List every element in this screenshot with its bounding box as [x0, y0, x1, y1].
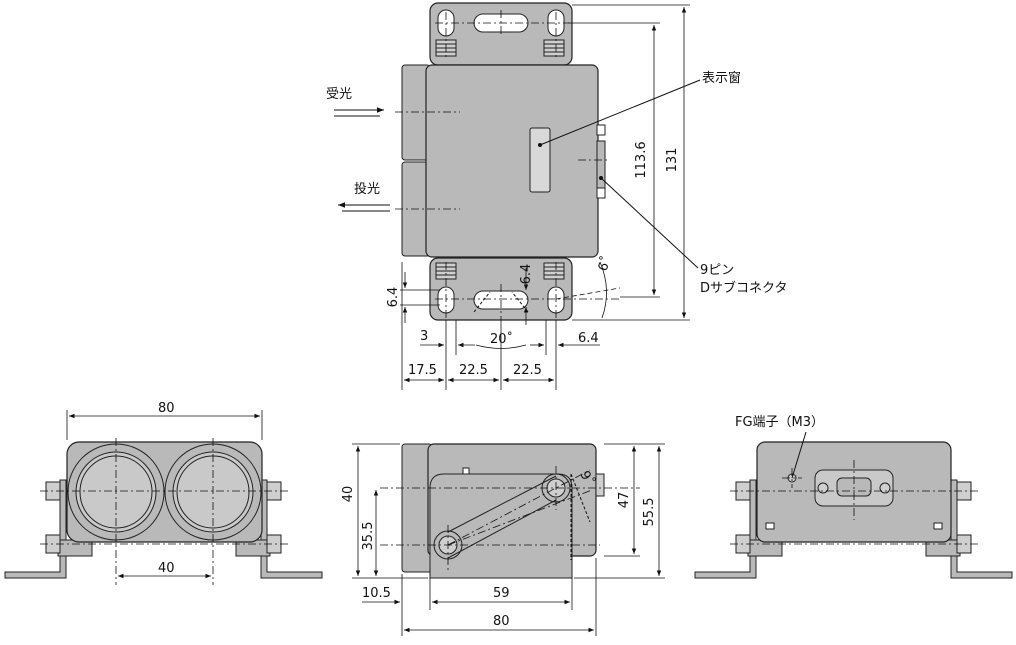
connector-screw	[596, 124, 606, 136]
connector-label-line2: Dサブコネクタ	[700, 280, 788, 296]
dim-6-4-left: 6.4	[386, 287, 401, 308]
side-view: 40 35.5 47 55.5 10.5 59 80 9˚	[341, 443, 665, 636]
bolt-head	[543, 262, 565, 280]
bracket-left	[694, 479, 757, 579]
front-view: 80 40	[4, 401, 323, 585]
connector-screw	[596, 187, 606, 199]
angle-9: 9˚	[577, 468, 598, 489]
dimension-lines	[352, 443, 665, 636]
dim-17-5: 17.5	[408, 363, 437, 378]
dimension-lines	[400, 4, 690, 390]
dim-side-35-5: 35.5	[361, 522, 376, 551]
dim-side-80: 80	[493, 614, 510, 629]
dim-side-59: 59	[493, 586, 510, 601]
dimension-lines	[66, 410, 263, 579]
sensor-body	[425, 64, 599, 258]
top-view: 受光 投光 表示窗 9ピン Dサブコネクタ	[326, 2, 788, 390]
dim-131: 131	[665, 148, 680, 173]
dim-113-6: 113.6	[634, 141, 649, 178]
bracket-left	[4, 479, 67, 579]
connector-label-line1: 9ピン	[700, 263, 734, 278]
dim-side-40: 40	[341, 486, 356, 503]
dim-front-40: 40	[158, 561, 175, 576]
fg-terminal-label: FG端子（M3）	[735, 415, 824, 430]
d-sub-connector	[596, 140, 606, 196]
display-window-leader	[539, 79, 701, 146]
display-window	[529, 127, 551, 193]
dim-3: 3	[420, 329, 428, 344]
centerlines	[730, 460, 980, 545]
display-window-label: 表示窗	[702, 70, 741, 86]
angle-6: 6˚	[595, 254, 615, 273]
connector-leader	[600, 177, 699, 269]
centerlines	[380, 466, 640, 570]
dim-side-55-5: 55.5	[642, 498, 657, 527]
angle-20: 20˚	[490, 331, 513, 347]
bolt-head	[543, 39, 565, 57]
emit-label: 投光	[354, 181, 380, 197]
receive-label: 受光	[326, 87, 352, 102]
rear-view: FG端子（M3）	[694, 415, 1013, 579]
dim-6-4-right: 6.4	[578, 331, 599, 346]
dim-6-4-mid: 6.4	[519, 264, 534, 285]
centerlines	[40, 438, 290, 585]
dim-front-80: 80	[158, 401, 175, 416]
dim-22-5-b: 22.5	[513, 363, 542, 378]
centerlines	[395, 10, 620, 320]
dim-side-10-5: 10.5	[362, 586, 391, 601]
dim-22-5-a: 22.5	[459, 363, 488, 378]
dim-side-47: 47	[617, 492, 632, 509]
fg-terminal-leader	[791, 431, 807, 479]
